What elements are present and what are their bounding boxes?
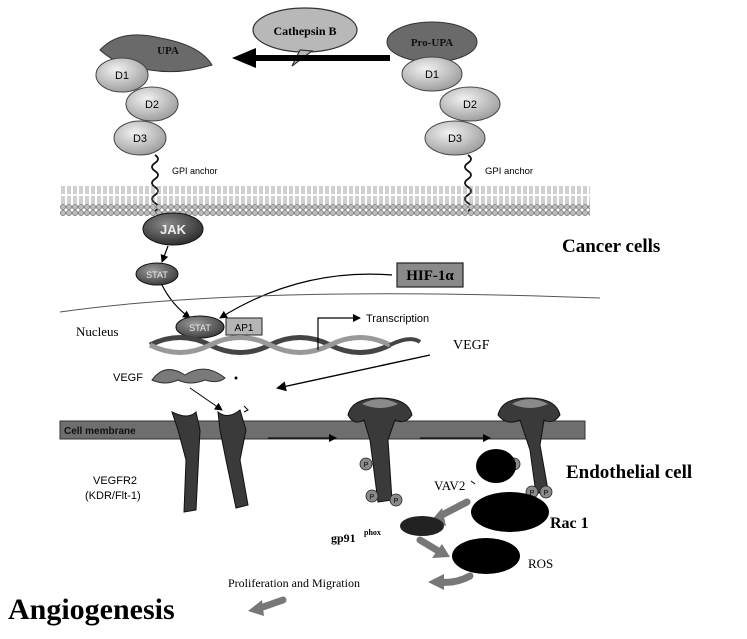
d2-right-label: D2 (463, 99, 477, 111)
vav2-blob (476, 449, 516, 483)
p-label-6: P (544, 490, 549, 497)
gp91phox-blob (400, 516, 444, 536)
vegfr2-label-line2: (KDR/Flt-1) (85, 490, 141, 502)
gp91-to-ros-arrow (416, 536, 444, 556)
angiogenesis-label: Angiogenesis (8, 593, 175, 626)
proliferation-label: Proliferation and Migration (228, 576, 360, 590)
endothelial-membrane (59, 420, 586, 440)
p-label-5: P (530, 490, 535, 497)
jak-protein: JAK (142, 212, 204, 246)
endothelial-cell-label: Endothelial cell (566, 462, 692, 483)
ros-label: ROS (528, 556, 553, 571)
vegf-secretion-arrow (276, 354, 431, 392)
hif-to-nucleus-arrow (219, 273, 393, 319)
gpi-right-label: GPI anchor (485, 166, 533, 177)
nuclear-envelope (59, 293, 601, 313)
ap1-label: AP1 (235, 323, 254, 334)
d3-right-label: D3 (448, 133, 462, 145)
vav2-to-gp91-arrow (436, 498, 471, 520)
stat-to-nucleus-arrow (161, 284, 191, 319)
d1-left-label: D1 (115, 70, 129, 82)
cell-membrane-label: Cell membrane (64, 426, 136, 437)
vav2-tick (470, 480, 476, 485)
rac1-label: Rac 1 (550, 515, 589, 532)
vegf-to-receptor-arrow (189, 387, 223, 411)
nucleus-label: Nucleus (76, 324, 119, 339)
vegfr2-unbound (171, 409, 249, 513)
gp91-to-ros-arrowhead (432, 544, 450, 558)
vegf-tick-mark (243, 405, 249, 413)
d2-left-label: D2 (145, 99, 159, 111)
pro-upa-receptor-right: Pro-UPA D1 D2 D3 GPI anchor (386, 21, 533, 212)
prolif-to-angio-arrowhead (248, 600, 264, 616)
hif-1a-box: HIF-1α (396, 262, 464, 288)
transcription-arrow (317, 314, 361, 350)
lipid-bilayer (60, 186, 590, 216)
stat-nucleus-label: STAT (189, 323, 211, 333)
ros-to-prolif-arrowhead (428, 574, 444, 590)
ros-to-prolif-arrow (436, 572, 474, 586)
d3-left-label: D3 (133, 133, 147, 145)
vegfr2-dimer-right: P P P (497, 397, 561, 499)
vegf-left-label: VEGF (113, 372, 143, 384)
cathepsin-label: Cathepsin B (273, 24, 336, 38)
vegf-right-label: VEGF (453, 338, 490, 353)
transcription-label: Transcription (366, 313, 429, 325)
cathepsin-b-bubble: Cathepsin B (252, 7, 358, 67)
upa-label: UPA (157, 45, 179, 57)
jak-label: JAK (160, 222, 187, 237)
vav2-label: VAV2 (434, 478, 465, 493)
p-label-2: P (370, 494, 375, 501)
dna-helix (148, 335, 422, 355)
ros-blob (452, 538, 520, 574)
prolif-to-angio-arrow (256, 596, 287, 612)
upa-receptor-left: UPA D1 D2 D3 GPI anchor (95, 34, 218, 212)
cancer-cells-label: Cancer cells (562, 236, 660, 257)
gpi-left-label: GPI anchor (172, 166, 218, 176)
gp91-label: gp91 (331, 531, 356, 545)
d1-right-label: D1 (425, 69, 439, 81)
phox-label: phox (364, 528, 381, 537)
rac1-blob (471, 492, 549, 532)
p-label-1: P (364, 462, 369, 469)
vegfr2-dimer-middle: P P P (347, 397, 413, 507)
stat-label: STAT (146, 270, 168, 280)
p-label-3: P (394, 498, 399, 505)
activation-arrow (232, 48, 390, 68)
vegfr2-label-line1: VEGFR2 (93, 475, 137, 487)
jak-to-stat-arrow (160, 245, 169, 263)
pro-upa-label: Pro-UPA (411, 37, 453, 49)
vegf-ligand (151, 368, 238, 384)
stat-protein: STAT (135, 262, 179, 286)
nuclear-stat-ap1: STAT AP1 (175, 315, 263, 339)
hif-label: HIF-1α (406, 268, 454, 284)
